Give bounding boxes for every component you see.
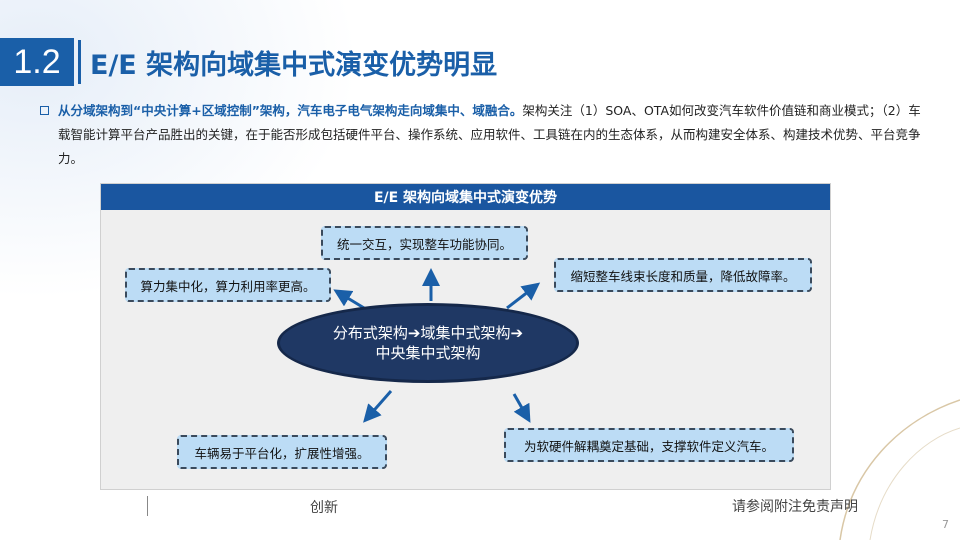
page-number: 7	[942, 518, 949, 531]
arrow-down-left	[363, 390, 393, 423]
footer-separator	[147, 496, 148, 516]
title-separator	[78, 40, 81, 84]
diagram-header: E/E 架构向域集中式演变优势	[101, 184, 830, 210]
footer-left-text: 创新	[310, 500, 338, 516]
benefit-box-bottom-left: 车辆易于平台化，扩展性增强。	[177, 435, 387, 469]
architecture-evolution-ellipse: 分布式架构➔域集中式架构➔ 中央集中式架构	[277, 303, 579, 383]
page-title: E/E 架构向域集中式演变优势明显	[90, 49, 498, 81]
diagram-arrows	[333, 268, 541, 423]
bullet-square-icon	[40, 106, 49, 115]
ellipse-line-2: 中央集中式架构	[375, 344, 481, 362]
benefit-box-right: 缩短整车线束长度和质量，降低故障率。	[554, 258, 812, 292]
arrow-up-right	[506, 282, 541, 310]
section-number: 1.2	[0, 38, 74, 86]
footer-disclaimer: 请参阅附注免责声明	[732, 499, 858, 515]
bullet-paragraph: 从分域架构到“中央计算+区域控制”架构，汽车电子电气架构走向域集中、域融合。架构…	[58, 99, 928, 171]
arrow-down-right	[512, 393, 531, 423]
ellipse-line-1: 分布式架构➔域集中式架构➔	[332, 324, 524, 342]
bullet-body: 架构关注（1）SOA、OTA如何改变汽车软件价值链和商业模式；（2）车载智能计算…	[58, 103, 921, 166]
architecture-diagram: E/E 架构向域集中式演变优势 统一交互，实现整车功能协同。 算力集中化，算力利…	[100, 183, 831, 490]
benefit-box-left: 算力集中化，算力利用率更高。	[125, 268, 331, 302]
bullet-highlight: 从分域架构到“中央计算+区域控制”架构，汽车电子电气架构走向域集中、域融合。	[58, 103, 523, 118]
benefit-box-top: 统一交互，实现整车功能协同。	[321, 226, 528, 260]
benefit-box-bottom-right: 为软硬件解耦奠定基础，支撑软件定义汽车。	[504, 428, 794, 462]
